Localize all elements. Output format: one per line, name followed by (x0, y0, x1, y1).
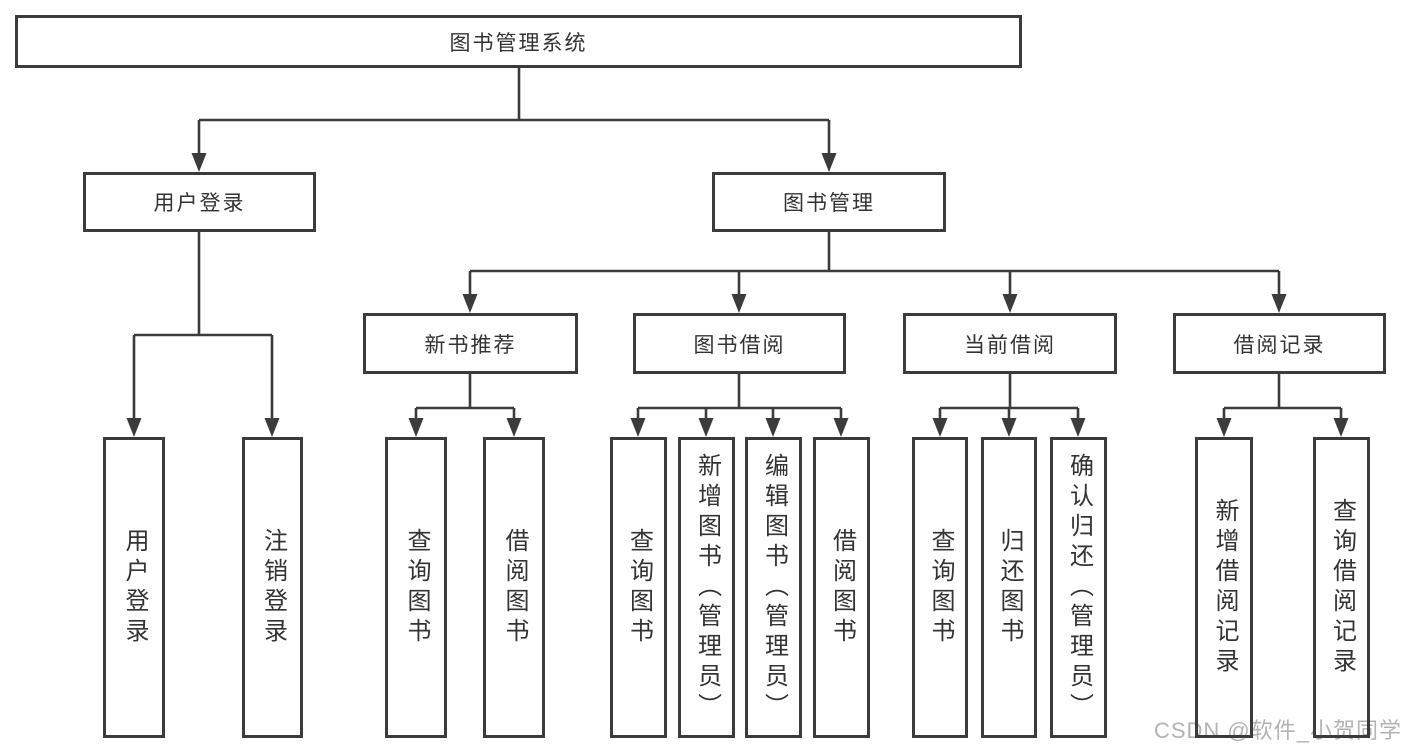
leaf-label: 注销登录 (259, 527, 287, 648)
node-borrowing-records: 借阅记录 (1173, 313, 1386, 374)
leaf-logout: 注销登录 (242, 437, 303, 738)
leaf-label: 归还图书 (996, 527, 1023, 648)
leaf-bb-borrow-books: 借阅图书 (813, 437, 870, 738)
node-label: 新书推荐 (424, 333, 517, 357)
leaf-label: 查询图书 (625, 527, 653, 648)
node-book-borrowing: 图书借阅 (633, 313, 846, 374)
leaf-nbr-query-books: 查询图书 (385, 437, 447, 738)
leaf-label: 查询借阅记录 (1328, 497, 1356, 678)
leaf-user-login: 用户登录 (103, 437, 165, 738)
leaf-br-add-record: 新增借阅记录 (1195, 437, 1253, 738)
leaf-bb-query-books: 查询图书 (610, 437, 667, 738)
leaf-cb-confirm-return-admin: 确认归还（管理员） (1050, 437, 1107, 738)
node-user-login: 用户登录 (83, 172, 316, 232)
leaf-label: 编辑图书（管理员） (760, 452, 788, 723)
leaf-cb-return-books: 归还图书 (981, 437, 1037, 738)
csdn-watermark: CSDN @软件_小贺同学 (1153, 718, 1402, 743)
leaf-label: 查询图书 (927, 527, 954, 648)
node-new-book-recommendation: 新书推荐 (363, 313, 578, 374)
node-label: 图书借阅 (693, 333, 786, 357)
leaf-cb-query-books: 查询图书 (912, 437, 968, 738)
leaf-label: 确认归还（管理员） (1065, 452, 1093, 723)
node-current-borrowing: 当前借阅 (903, 313, 1117, 374)
node-library-management-system: 图书管理系统 (15, 15, 1022, 68)
leaf-br-query-record: 查询借阅记录 (1313, 437, 1370, 738)
leaf-label: 新增借阅记录 (1211, 497, 1238, 678)
leaf-bb-add-books-admin: 新增图书（管理员） (678, 437, 735, 738)
node-label: 图书管理 (783, 192, 875, 215)
node-label: 当前借阅 (964, 333, 1056, 357)
leaf-label: 借阅图书 (828, 527, 856, 648)
leaf-label: 借阅图书 (501, 527, 528, 648)
leaf-nbr-borrow-books: 借阅图书 (483, 437, 545, 738)
node-label: 图书管理系统 (449, 31, 588, 55)
leaf-label: 查询图书 (403, 527, 430, 648)
leaf-label: 新增图书（管理员） (693, 452, 721, 723)
node-label: 借阅记录 (1233, 333, 1326, 357)
leaf-bb-edit-books-admin: 编辑图书（管理员） (745, 437, 802, 738)
node-label: 用户登录 (153, 192, 246, 215)
node-book-management: 图书管理 (712, 172, 946, 232)
leaf-label: 用户登录 (121, 527, 148, 648)
